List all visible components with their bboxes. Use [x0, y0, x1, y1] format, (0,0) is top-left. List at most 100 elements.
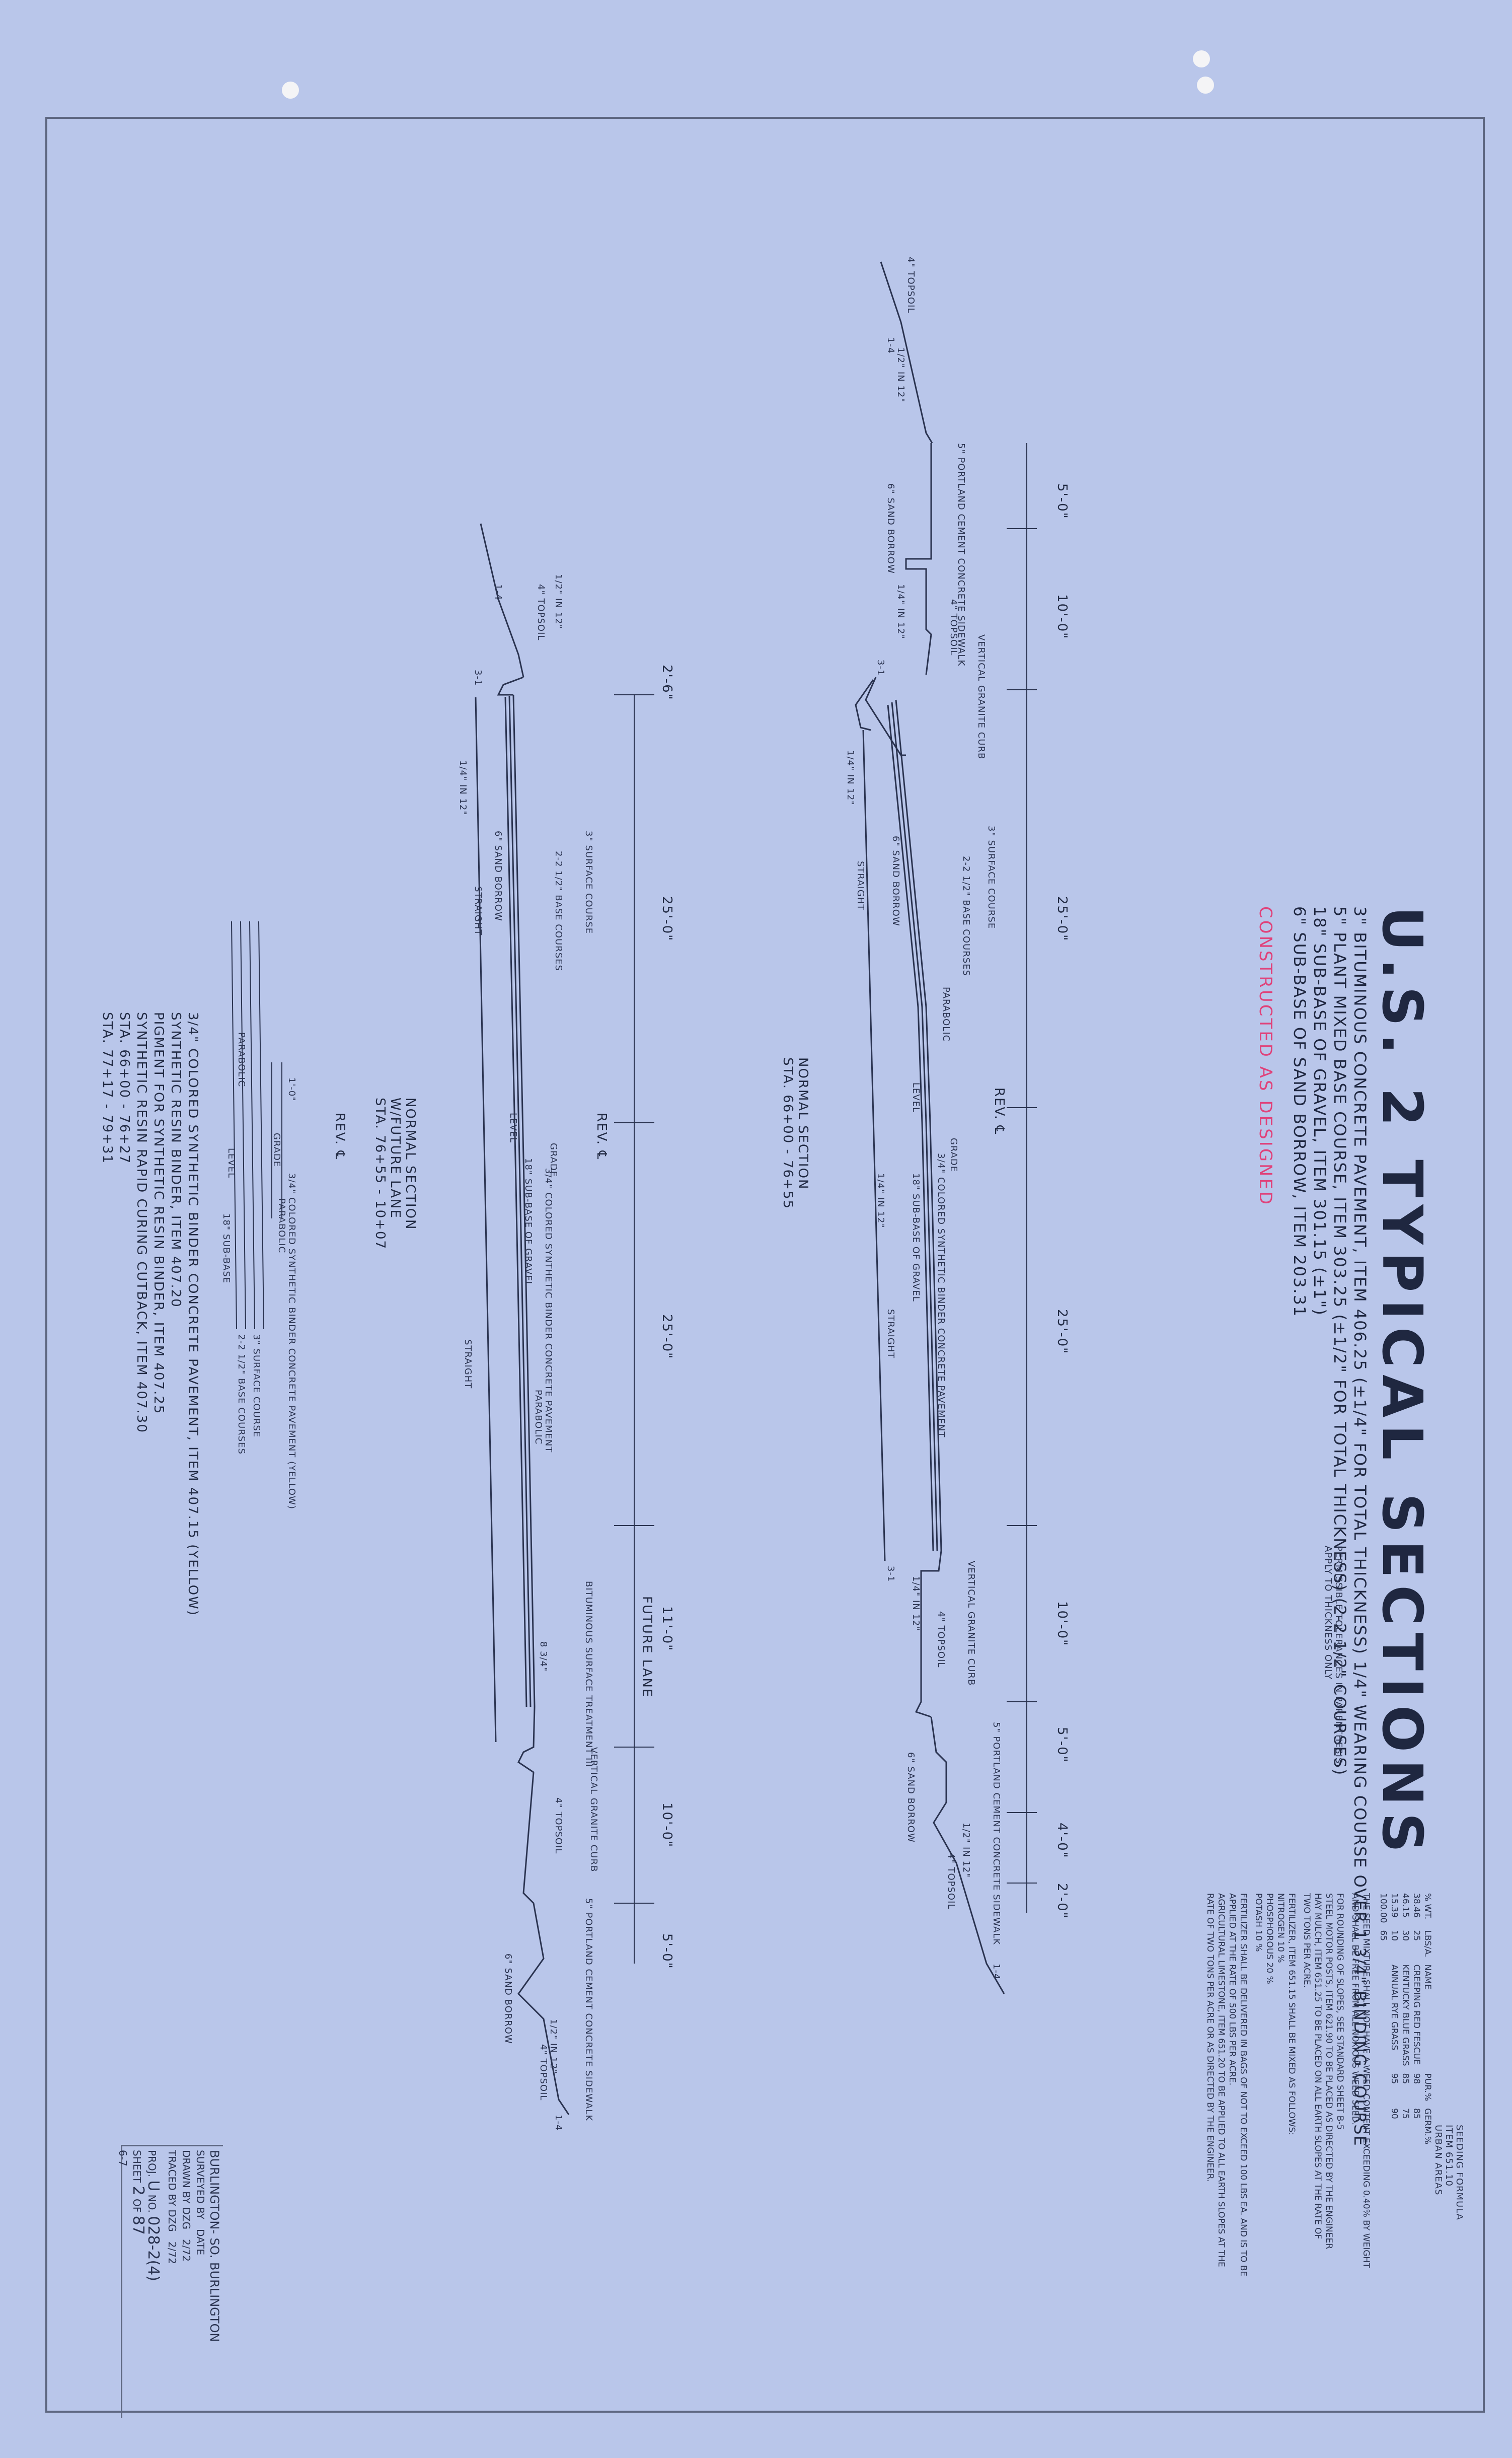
project-name: BURLINGTON- SO. BURLINGTON: [207, 2150, 221, 2342]
proj-number: 028-2(4): [144, 2216, 162, 2281]
section2-base: 2-2 1/2" BASE COURSES: [553, 851, 564, 971]
detail-notes: 3/4" COLORED SYNTHETIC BINDER CONCRETE P…: [99, 1012, 201, 1616]
section1-label: NORMAL SECTION STA. 66+00 - 76+55: [780, 1057, 810, 1209]
cell: 65: [1378, 1930, 1388, 1941]
seeding-note: FERTILIZER SHALL BE DELIVERED IN BAGS OF…: [1238, 1893, 1248, 2277]
punch-hole: [1193, 50, 1210, 67]
section1-pavement-top: [895, 699, 942, 1551]
section2-subbase: 18" SUB-BASE OF GRAVEL: [523, 1158, 534, 1287]
seeding-note: FOR ROUNDING OF SLOPES, SEE STANDARD SHE…: [1335, 1893, 1345, 2130]
cell: 100.00: [1378, 1893, 1388, 1923]
section1-curb-drop: [855, 679, 874, 731]
detail-note-5: STA. 66+00 - 76+27: [117, 1012, 132, 1165]
section2-eight-three-quarter: 8 3/4": [538, 1641, 549, 1672]
section1-topsoil-left: 4" TOPSOIL: [905, 257, 916, 314]
detail-cl: ℄: [332, 1150, 347, 1161]
seeding-note: TWO TONS PER ACRE.: [1302, 1893, 1312, 1988]
seeding-notes: THE SEED MIXTURE SHALL NOT HAVE A WEED C…: [1204, 1893, 1372, 2276]
cell: 30: [1400, 1930, 1410, 1941]
section1-binder: 3/4" COLORED SYNTHETIC BINDER CONCRETE P…: [936, 1153, 946, 1438]
section1-surface-course: 3" SURFACE COURSE: [986, 826, 997, 929]
section1-centerline: REV. ℄: [992, 1088, 1007, 1135]
section2-straight-right: STRAIGHT: [463, 1339, 473, 1389]
section1-grade: GRADE: [948, 1138, 959, 1173]
detail-grade: GRADE: [271, 1133, 282, 1168]
section1-subbase-bottom: [862, 730, 886, 1561]
section1-right-curb: [915, 1550, 942, 1718]
seeding-note: HAY MULCH, ITEM 651.25 TO BE PLACED ON A…: [1313, 1893, 1323, 2239]
section1-left-sidewalk: [905, 443, 932, 675]
seeding-formula: SEEDING FORMULA ITEM 651.10 URBAN AREAS …: [1204, 1893, 1465, 2276]
detail-subbase: 18" SUB-BASE: [221, 1213, 232, 1284]
section1-curb-left: VERTICAL GRANITE CURB: [976, 634, 987, 760]
cell: 85: [1411, 2108, 1421, 2119]
sheet-number: 2: [129, 2186, 147, 2196]
section1-slope-quarter-2: 1/4" IN 12": [845, 750, 856, 806]
detail-binder: 3/4" COLORED SYNTHETIC BINDER CONCRETE P…: [286, 1173, 297, 1509]
section1-pavement-layer: [891, 702, 938, 1551]
cell: ANNUAL RYE GRASS: [1389, 1964, 1399, 2051]
section1-dim-lane-right: 25'-0": [1054, 1309, 1070, 1355]
section2-station: STA. 76+55 - 10+07: [372, 1098, 388, 1250]
seeding-note: NITROGEN 10 %: [1275, 1893, 1286, 1963]
section2-slope-left: 1/2" IN 12": [553, 574, 564, 629]
section2-dim-2-6: 2'-6": [659, 665, 674, 701]
header-germ: GERM.%: [1422, 2108, 1432, 2145]
section2-name: NORMAL SECTION: [403, 1098, 418, 1231]
detail-parabolic-2: PARABOLIC: [276, 1198, 287, 1254]
seeding-header-row: % WT. LBS/A. NAME PUR.% GERM.%: [1422, 1893, 1433, 2151]
section1-subbase: 18" SUB-BASE OF GRAVEL: [911, 1173, 921, 1302]
cell: 85: [1400, 2073, 1410, 2084]
section1-base-courses: 2-2 1/2" BASE COURSES: [961, 856, 971, 976]
section1-slope-quarter-left: 1/4" IN 12": [895, 584, 906, 639]
proj-label: PROJ.: [146, 2150, 158, 2177]
detail-note-4: SYNTHETIC RESIN RAPID CURING CUTBACK, IT…: [134, 1012, 149, 1433]
header-wt: % WT.: [1422, 1893, 1432, 1920]
section1-topsoil-right2: 4" TOPSOIL: [946, 1853, 956, 1910]
seeding-note: AGRICULTURAL LIMESTONE, ITEM 651.20 TO B…: [1216, 1893, 1226, 2267]
section2-subbase-bottom: [475, 697, 497, 1743]
title-block: [121, 2145, 223, 2418]
seeding-note: STEEL MOTOR POSTS, ITEM 621.90 TO BE PLA…: [1324, 1893, 1334, 2250]
sheet-total: 87: [129, 2215, 147, 2235]
section2-right-curb: [517, 1706, 536, 1773]
detail-note-6: STA. 77+17 - 79+31: [100, 1012, 115, 1165]
section1-straight-right: STRAIGHT: [885, 1309, 896, 1359]
section2-bst: BITUMINOUS SURFACE TREATMENT III: [583, 1581, 594, 1767]
cell: [1378, 2073, 1389, 2108]
section1-dim-10ft-right: 10'-0": [1054, 1601, 1070, 1647]
proj-value: U: [144, 2180, 162, 2192]
section2-topsoil-right2: 4" TOPSOIL: [538, 2044, 549, 2101]
detail-centerline: REV. ℄: [332, 1113, 347, 1160]
section1-topsoil-left2: 4" TOPSOIL: [948, 599, 959, 656]
detail-note-2: SYNTHETIC RESIN BINDER, ITEM 407.20: [168, 1012, 183, 1308]
section1-one-four-right: 1-4: [991, 1964, 1002, 1980]
section1-dim-sidewalk-right: 5'-0": [1054, 1727, 1070, 1763]
section2-sub: W/FUTURE LANE: [388, 1098, 403, 1219]
cell: 15.39: [1389, 1893, 1399, 1918]
seeding-note: AND SHALL BE FREE FROM ALL NOXIOUS WEED …: [1350, 1893, 1360, 2125]
section2-one-four-left: 1-4: [493, 584, 503, 601]
seeding-note: APPLIED AT THE RATE OF 500 LBS PER ACRE.: [1227, 1893, 1237, 2086]
rev-label-2: REV.: [594, 1113, 609, 1146]
cell: 10: [1389, 1930, 1399, 1941]
traced-label: TRACED BY: [166, 2150, 178, 2206]
seeding-note: PHOSPHOROUS 20 %: [1264, 1893, 1274, 1984]
section1-three-one-left: 3-1: [875, 660, 886, 676]
section2-straight: STRAIGHT: [473, 886, 483, 936]
cell: 90: [1389, 2108, 1399, 2119]
detail-base: 2-2 1/2" BASE COURSES: [236, 1334, 247, 1455]
cell: 46.15: [1400, 1893, 1410, 1918]
section1-one-four-left: 1-4: [885, 337, 896, 354]
section2-centerline: REV. ℄: [594, 1113, 609, 1160]
detail-level: LEVEL: [226, 1148, 237, 1179]
punch-hole: [282, 82, 299, 99]
section1-topsoil-cut: [865, 677, 906, 756]
section1-slope-quarter-4: 1/4" IN 12": [911, 1576, 921, 1631]
section1-dim-10ft: 10'-0": [1054, 594, 1070, 640]
cell: 95: [1389, 2073, 1399, 2084]
detail-note-1: 3/4" COLORED SYNTHETIC BINDER CONCRETE P…: [185, 1012, 200, 1616]
